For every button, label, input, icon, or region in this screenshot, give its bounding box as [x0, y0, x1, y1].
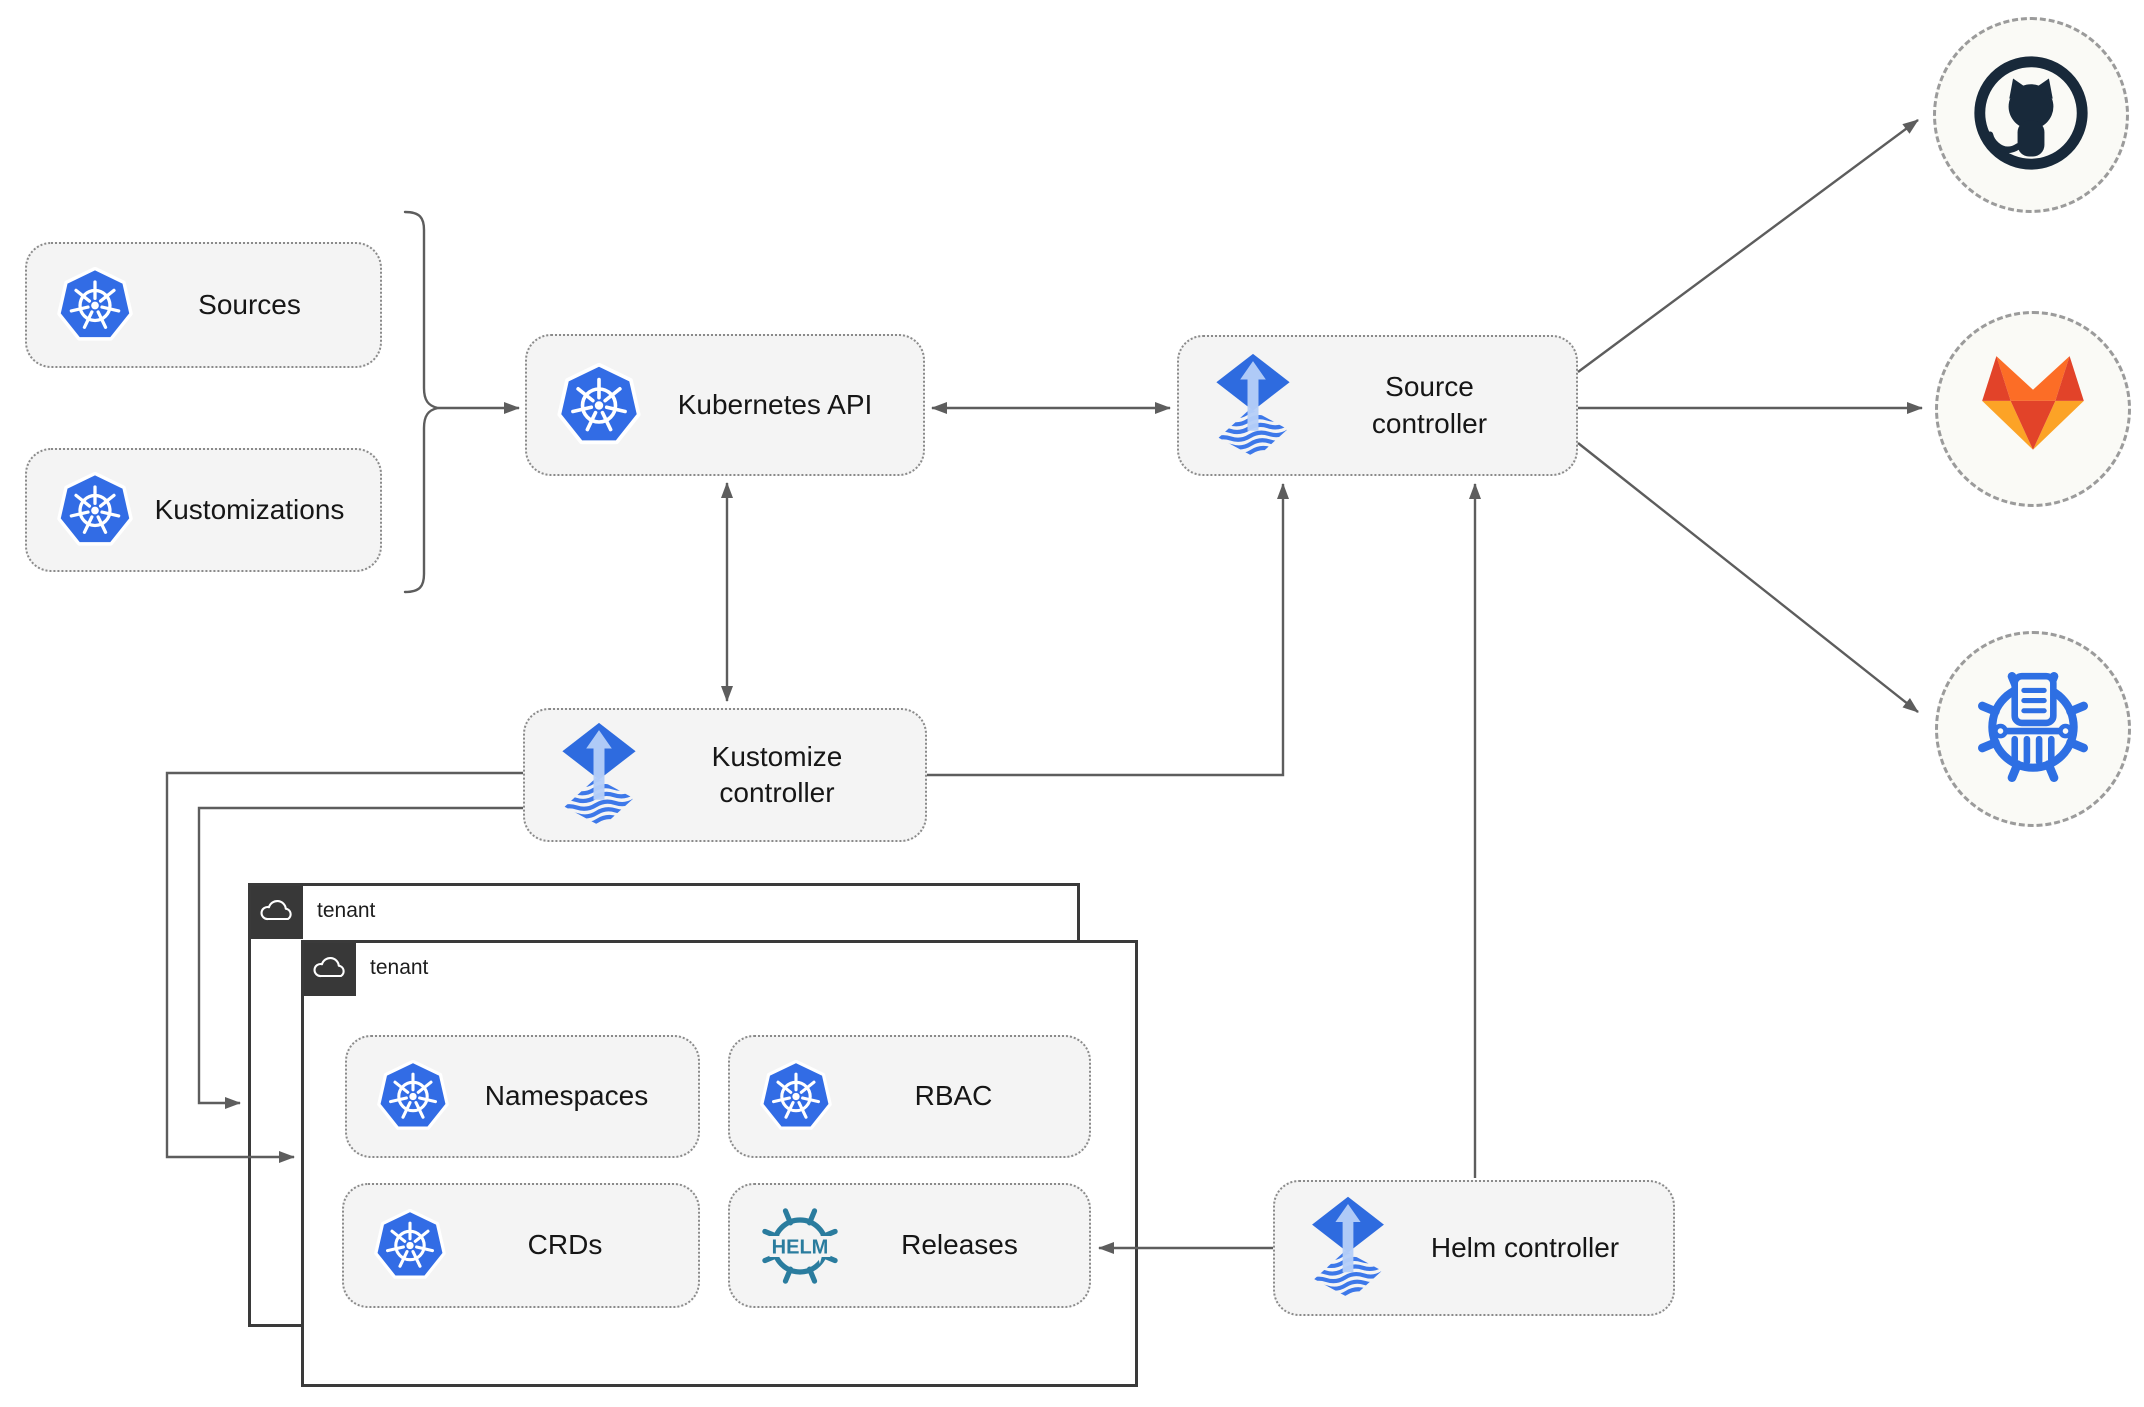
helm-wordmark: HELM	[772, 1236, 829, 1258]
flux-icon	[1303, 1195, 1393, 1301]
node-kubernetes-api: Kubernetes API	[525, 334, 925, 476]
external-gitlab	[1935, 311, 2131, 507]
kubernetes-icon	[375, 1060, 451, 1133]
node-sources: Sources	[25, 242, 382, 368]
node-kustomize-controller-label: Kustomize controller	[711, 740, 843, 808]
node-helm-controller: Helm controller	[1273, 1180, 1675, 1316]
node-kustomize-controller: Kustomize controller	[523, 708, 927, 842]
node-sources-label: Sources	[198, 288, 301, 320]
node-rbac-label: RBAC	[914, 1080, 993, 1112]
node-kustomizations: Kustomizations	[25, 448, 382, 572]
node-source-controller-label: Source controller	[1371, 371, 1488, 439]
node-rbac: RBAC	[728, 1035, 1091, 1158]
flux-icon	[1207, 352, 1299, 460]
edge-source-controller-to-github	[1577, 119, 1919, 373]
tenant-front-label: tenant	[370, 956, 429, 979]
node-releases-label: Releases	[901, 1229, 1018, 1261]
edge-source-controller-to-helm-repository	[1577, 442, 1919, 713]
tenant-header	[251, 886, 303, 939]
external-github	[1933, 17, 2129, 213]
helm-wheel-icon: HELM	[754, 1200, 846, 1292]
node-crds-label: CRDs	[527, 1229, 603, 1261]
kubernetes-icon	[758, 1060, 834, 1133]
node-helm-controller-label: Helm controller	[1430, 1231, 1620, 1263]
kubernetes-icon	[55, 472, 135, 549]
helm-chart-repository-icon	[1970, 664, 2096, 795]
node-releases: HELM Releases	[728, 1183, 1091, 1308]
group-tenant-front: tenant	[301, 940, 1138, 1387]
node-namespaces: Namespaces	[345, 1035, 700, 1158]
node-kustomizations-label: Kustomizations	[154, 493, 345, 525]
kubernetes-icon	[372, 1209, 448, 1282]
kubernetes-icon	[55, 267, 135, 344]
node-namespaces-label: Namespaces	[484, 1080, 649, 1112]
gitlab-icon	[1972, 354, 2094, 465]
tenant-back-label: tenant	[317, 899, 376, 922]
node-kubernetes-api-label: Kubernetes API	[677, 388, 873, 420]
node-crds: CRDs	[342, 1183, 700, 1308]
cloud-icon	[257, 895, 297, 930]
flux-icon	[553, 721, 645, 829]
external-helm-repository	[1935, 631, 2131, 827]
node-source-controller: Source controller	[1177, 335, 1578, 476]
tenant-header	[304, 943, 356, 996]
cloud-icon	[310, 952, 350, 987]
edge-kustomize-controller-to-source-controller	[927, 483, 1289, 777]
github-icon	[1967, 49, 2095, 182]
kubernetes-icon	[555, 363, 643, 448]
brace-sources-kustomizations	[403, 210, 439, 594]
